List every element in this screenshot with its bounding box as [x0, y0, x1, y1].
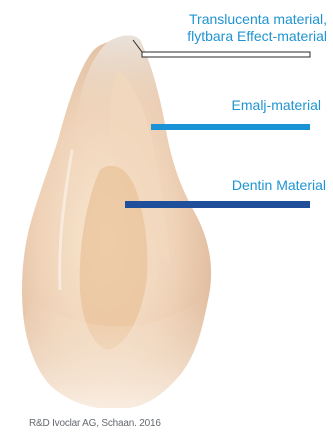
translucent-pointer-line	[142, 52, 310, 57]
translucent-label: Translucenta material, flytbara Effect-m…	[187, 11, 327, 45]
translucent-label-line2: flytbara Effect-material	[187, 28, 327, 45]
translucent-label-line1: Translucenta material,	[187, 11, 327, 28]
dentin-label: Dentin Material	[232, 177, 326, 194]
image-credit: R&D Ivoclar AG, Schaan. 2016	[29, 418, 161, 429]
enamel-pointer-line	[151, 124, 310, 130]
dentin-pointer-line	[125, 201, 310, 208]
enamel-label: Emalj-material	[232, 97, 321, 114]
